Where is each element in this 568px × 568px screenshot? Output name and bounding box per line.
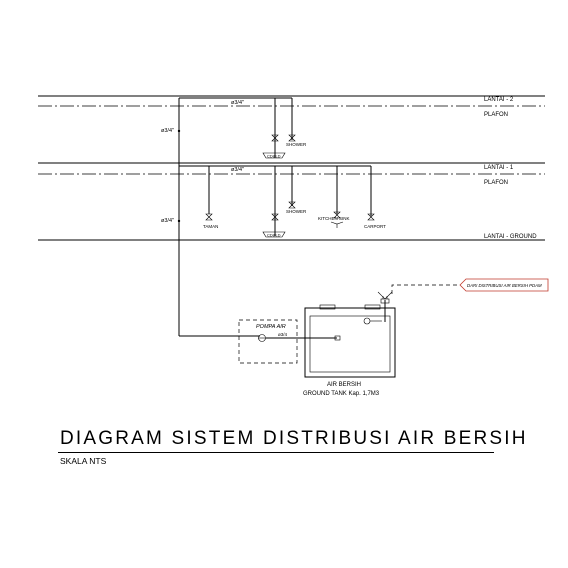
pdam-supply-pipe [391, 284, 460, 294]
drain-tag-top: CD&LD [267, 154, 281, 159]
valve-icon [288, 134, 296, 142]
floor-label-lantai-2: LANTAI - 2 [484, 97, 514, 103]
supply-tag [459, 278, 549, 292]
scale-note: SKALA NTS [60, 456, 107, 466]
valve-icon [271, 134, 279, 142]
pump-icon [258, 334, 266, 342]
tank-label-line2: GROUND TANK Kap. 1,7M3 [303, 391, 380, 397]
floor-drain-icon [262, 152, 286, 159]
fixture-label-shower-mid: SHOWER [286, 209, 307, 214]
tank-label-line1: AIR BERSIH [327, 382, 361, 388]
supply-label: DARI DISTRIBUSI AIR BERSIH PDAM [467, 283, 542, 288]
floor-drain-icon [262, 231, 286, 238]
valve-icon [288, 201, 296, 209]
ceiling-label-mid: PLAFON [484, 180, 508, 186]
tank-manhole-left [319, 304, 336, 310]
pipe-size-left-top: ø3/4" [161, 128, 174, 134]
check-valve-icon [377, 291, 393, 300]
ground-tank-inner [309, 315, 391, 373]
pump-label: POMPA AIR [256, 324, 286, 330]
fixture-label-carport: CARPORT [364, 224, 386, 229]
drain-tag-mid: CD&LD [267, 233, 281, 238]
foot-valve-icon [334, 335, 341, 341]
valve-icon [367, 213, 375, 221]
page-title: DIAGRAM SISTEM DISTRIBUSI AIR BERSIH [60, 428, 528, 449]
fixture-label-shower-top: SHOWER [286, 142, 307, 147]
floor-label-lantai-1: LANTAI - 1 [484, 165, 514, 171]
title-underline [58, 452, 494, 453]
fixture-label-taman: TAMAN [203, 224, 218, 229]
tank-manhole-right [364, 304, 381, 310]
floor-label-ground: LANTAI - GROUND [484, 234, 537, 240]
pipe-size-top: ø3/4" [231, 100, 244, 106]
pipe-size-mid: ø3/4" [231, 167, 244, 173]
faucet-icon [330, 211, 344, 228]
ceiling-label-top: PLAFON [484, 112, 508, 118]
float-valve-icon [363, 317, 382, 325]
ground-tank-outer [304, 307, 396, 378]
pipe-size-left-mid: ø3/4" [161, 218, 174, 224]
pipe-joint-dot [177, 219, 181, 223]
pump-inline-label: ø3/4 [278, 332, 288, 337]
fixture-label-kitchen: KITCHEN SINK [318, 216, 350, 221]
pipe-joint-dot [177, 129, 181, 133]
valve-icon [271, 213, 279, 221]
pump-enclosure [238, 319, 298, 364]
valve-icon [205, 213, 213, 221]
